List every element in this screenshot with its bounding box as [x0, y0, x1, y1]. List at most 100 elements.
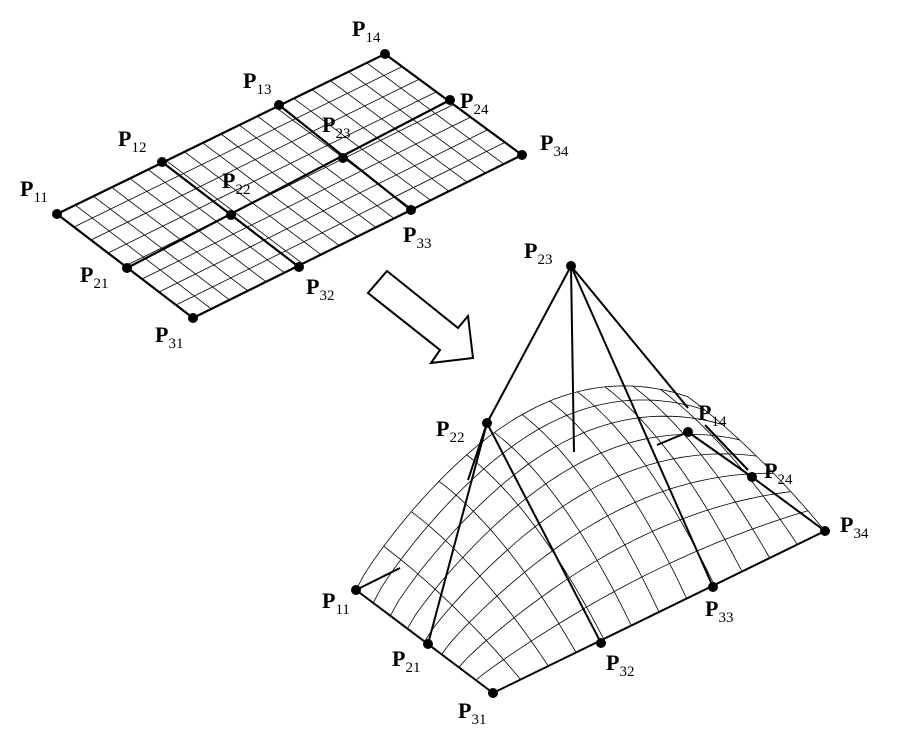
- surface-isoline: [424, 453, 757, 642]
- label-p33: P33: [403, 222, 431, 253]
- control-point-p31: [488, 688, 498, 698]
- label-subscript: 21: [93, 276, 109, 292]
- label-base: P: [698, 400, 712, 425]
- surface-isoline: [441, 472, 774, 655]
- surface-isoline: [466, 454, 605, 640]
- control-net-edge: [492, 530, 826, 694]
- control-point-p24: [445, 95, 455, 105]
- label-p31: P31: [458, 698, 486, 729]
- label-base: P: [352, 16, 366, 41]
- label-p21: P21: [392, 646, 420, 677]
- control-point-p31: [188, 313, 198, 323]
- surface-isoline: [458, 491, 791, 668]
- label-base: P: [322, 588, 336, 613]
- label-subscript: 21: [405, 660, 421, 676]
- label-p32: P32: [306, 274, 334, 305]
- control-net-edge: [427, 422, 488, 645]
- control-edge: [126, 99, 451, 269]
- control-point-p24: [747, 472, 757, 482]
- label-p23: P23: [524, 238, 552, 269]
- label-base: P: [764, 458, 778, 483]
- control-net-edge: [467, 422, 488, 481]
- control-point-p21: [423, 639, 433, 649]
- label-subscript: 11: [33, 190, 48, 206]
- label-subscript: 24: [777, 472, 793, 488]
- label-p21: P21: [80, 262, 108, 293]
- control-point-p23: [566, 261, 576, 271]
- control-edge: [56, 53, 386, 215]
- label-p11: P11: [322, 588, 350, 619]
- control-point-p21: [122, 263, 132, 273]
- control-point-p32: [294, 262, 304, 272]
- control-point-p33: [406, 205, 416, 215]
- label-p24: P24: [764, 458, 792, 489]
- label-subscript: 12: [131, 140, 147, 156]
- grid-line: [141, 116, 471, 280]
- label-p34: P34: [540, 130, 568, 161]
- label-subscript: 32: [319, 288, 335, 304]
- grid-line: [107, 91, 437, 254]
- grid-line: [90, 78, 420, 241]
- control-net-edge: [751, 476, 826, 532]
- control-point-p14: [380, 49, 390, 59]
- control-point-p11: [52, 209, 62, 219]
- control-point-p23: [338, 153, 348, 163]
- label-base: P: [705, 596, 719, 621]
- label-subscript: 14: [365, 30, 381, 46]
- control-net-edge: [570, 265, 689, 409]
- grid-line: [158, 129, 488, 293]
- surface-isoline: [475, 510, 809, 681]
- label-base: P: [306, 274, 320, 299]
- label-subscript: 34: [853, 526, 869, 542]
- label-base: P: [524, 238, 538, 263]
- surface-isoline: [372, 399, 706, 604]
- label-subscript: 11: [335, 602, 350, 618]
- label-base: P: [155, 322, 169, 347]
- label-base: P: [80, 262, 94, 287]
- control-point-p22: [482, 418, 492, 428]
- label-subscript: 31: [168, 336, 184, 352]
- control-net-edge: [355, 567, 401, 591]
- label-subscript: 34: [553, 144, 569, 160]
- label-p34: P34: [840, 512, 868, 543]
- label-subscript: 31: [471, 712, 487, 728]
- control-point-p14: [683, 427, 693, 437]
- label-p32: P32: [606, 650, 634, 681]
- label-subscript: 13: [256, 82, 272, 98]
- control-point-p11: [351, 585, 361, 595]
- surface-isoline: [438, 480, 577, 653]
- label-base: P: [322, 112, 336, 137]
- label-p23: P23: [322, 112, 350, 143]
- label-subscript: 23: [335, 126, 351, 142]
- label-subscript: 33: [416, 236, 432, 252]
- label-base: P: [392, 646, 406, 671]
- control-point-p32: [596, 638, 606, 648]
- control-point-p12: [157, 157, 167, 167]
- control-point-p34: [820, 526, 830, 536]
- grid-line: [124, 104, 454, 267]
- control-net-edge: [486, 265, 572, 424]
- label-base: P: [606, 650, 620, 675]
- label-base: P: [20, 176, 34, 201]
- control-net-edge: [570, 265, 714, 588]
- label-subscript: 24: [473, 102, 489, 118]
- label-base: P: [540, 130, 554, 155]
- label-p11: P11: [20, 176, 48, 207]
- label-base: P: [840, 512, 854, 537]
- control-edge: [384, 53, 523, 156]
- label-base: P: [243, 68, 257, 93]
- label-p14: P14: [352, 16, 380, 47]
- control-net-edge: [486, 422, 602, 644]
- control-point-p22: [226, 210, 236, 220]
- label-subscript: 14: [711, 414, 727, 430]
- control-net-edge: [656, 431, 689, 446]
- label-p12: P12: [118, 126, 146, 157]
- label-p22: P22: [436, 416, 464, 447]
- label-subscript: 22: [235, 182, 251, 198]
- transform-arrow: [366, 269, 475, 365]
- label-p22: P22: [222, 168, 250, 199]
- label-subscript: 33: [718, 610, 734, 626]
- surface-isoline: [355, 385, 689, 591]
